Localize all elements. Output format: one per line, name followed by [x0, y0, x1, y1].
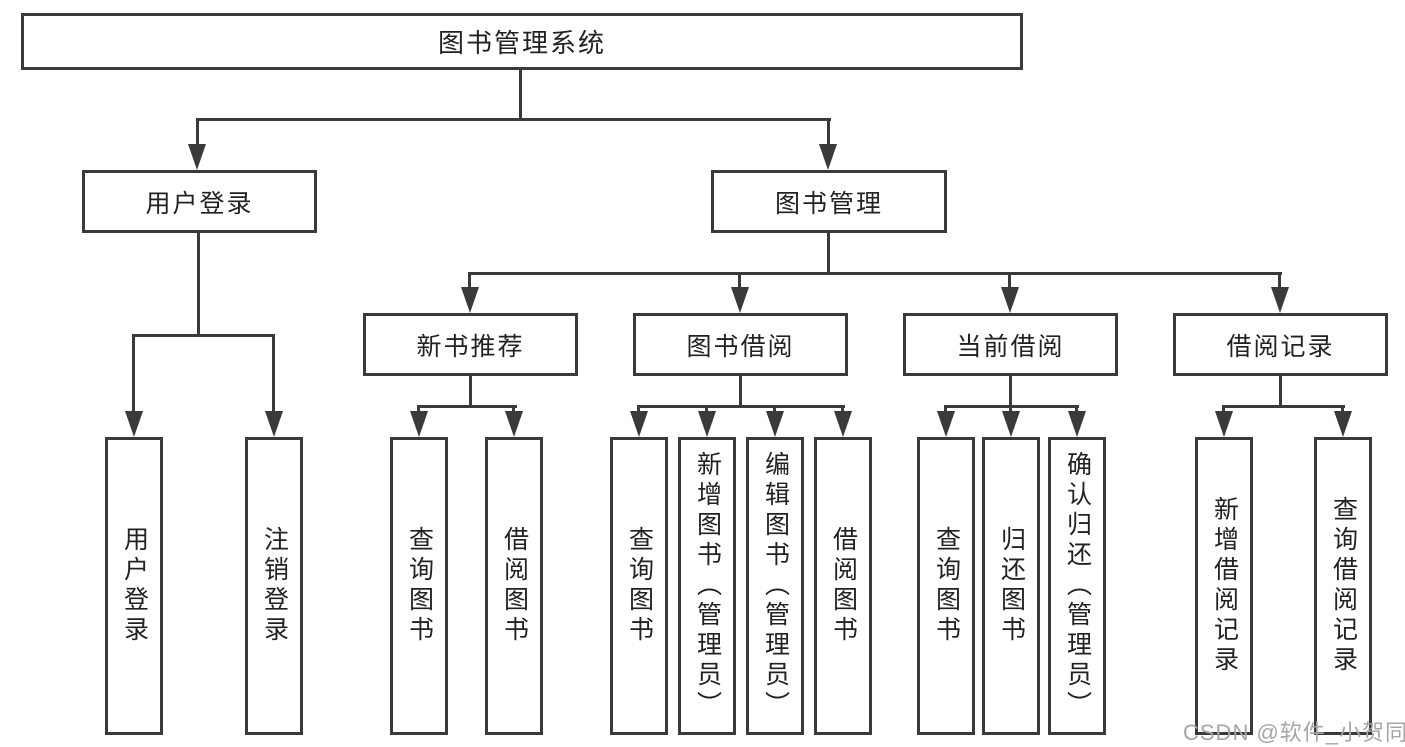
connector-line — [738, 272, 741, 290]
node-label: 图书管理系统 — [437, 28, 606, 58]
connector-line — [841, 405, 844, 415]
connector-line — [196, 118, 199, 148]
connector-line — [197, 233, 200, 337]
arrowhead-down-icon — [505, 411, 523, 437]
arrowhead-down-icon — [766, 411, 784, 437]
node-label: 借阅图书 — [829, 526, 858, 646]
arrowhead-down-icon — [698, 411, 716, 437]
connector-line — [512, 405, 515, 415]
arrowhead-down-icon — [1002, 411, 1020, 437]
arrowhead-down-icon — [819, 144, 837, 170]
arrowhead-down-icon — [1334, 411, 1352, 437]
arrowhead-down-icon — [1001, 287, 1019, 313]
node-leaf-borrow-books: 借阅图书 — [814, 437, 872, 735]
node-borrowing-records: 借阅记录 — [1173, 313, 1388, 376]
connector-line — [1278, 272, 1281, 290]
arrowhead-down-icon — [937, 411, 955, 437]
node-label: 借阅图书 — [500, 526, 529, 646]
connector-line — [827, 233, 830, 275]
connector-line — [773, 405, 776, 415]
arrowhead-down-icon — [630, 411, 648, 437]
connector-line — [637, 405, 640, 415]
node-leaf-borrow-books-recommend: 借阅图书 — [485, 437, 543, 735]
connector-line — [132, 334, 135, 412]
node-current-borrowing: 当前借阅 — [903, 313, 1118, 376]
arrowhead-down-icon — [834, 411, 852, 437]
node-leaf-user-login: 用户登录 — [105, 437, 163, 735]
node-label: 图书管理 — [774, 189, 883, 218]
node-leaf-return-books: 归还图书 — [982, 437, 1040, 735]
connector-line — [468, 272, 471, 290]
arrowhead-down-icon — [125, 411, 143, 437]
connector-line — [417, 405, 517, 408]
node-label: 编辑图书（管理员） — [761, 451, 790, 721]
connector-line — [1009, 405, 1012, 415]
node-label: 借阅记录 — [1226, 332, 1335, 361]
node-label: 新增图书（管理员） — [693, 451, 722, 721]
node-label: 新增借阅记录 — [1210, 496, 1239, 676]
node-label: 归还图书 — [997, 526, 1026, 646]
arrowhead-down-icon — [1068, 411, 1086, 437]
node-label: 新书推荐 — [416, 332, 525, 361]
node-library-management-system: 图书管理系统 — [21, 13, 1023, 70]
connector-line — [132, 334, 275, 337]
node-label: 确认归还（管理员） — [1063, 451, 1092, 721]
connector-line — [1341, 405, 1344, 415]
node-leaf-edit-book-admin: 编辑图书（管理员） — [746, 437, 804, 735]
connector-line — [1222, 405, 1345, 408]
node-leaf-query-books-borrow: 查询图书 — [610, 437, 668, 735]
arrowhead-down-icon — [1271, 287, 1289, 313]
node-label: 注销登录 — [260, 526, 289, 646]
node-new-book-recommendation: 新书推荐 — [363, 313, 578, 376]
arrowhead-down-icon — [731, 287, 749, 313]
arrowhead-down-icon — [461, 287, 479, 313]
connector-line — [944, 405, 947, 415]
node-label: 查询图书 — [932, 526, 961, 646]
connector-line — [1279, 376, 1282, 408]
watermark: CSDN @软件_小贺同学 — [1183, 720, 1405, 745]
arrowhead-down-icon — [265, 411, 283, 437]
node-book-borrowing: 图书借阅 — [633, 313, 848, 376]
node-user-login: 用户登录 — [82, 170, 317, 233]
connector-line — [272, 334, 275, 412]
node-leaf-query-borrow-record: 查询借阅记录 — [1314, 437, 1372, 735]
connector-line — [469, 376, 472, 408]
node-label: 查询借阅记录 — [1329, 496, 1358, 676]
node-label: 查询图书 — [625, 526, 654, 646]
arrowhead-down-icon — [1215, 411, 1233, 437]
connector-line — [637, 405, 845, 408]
connector-line — [1008, 272, 1011, 290]
node-label: 用户登录 — [120, 526, 149, 646]
node-label: 图书借阅 — [686, 332, 795, 361]
connector-line — [739, 376, 742, 408]
connector-line — [196, 118, 831, 121]
node-book-management: 图书管理 — [711, 170, 947, 233]
node-leaf-add-book-admin: 新增图书（管理员） — [678, 437, 736, 735]
arrowhead-down-icon — [410, 411, 428, 437]
connector-line — [519, 69, 522, 121]
connector-line — [705, 405, 708, 415]
node-leaf-query-books-current: 查询图书 — [917, 437, 975, 735]
connector-line — [417, 405, 420, 415]
node-leaf-query-books-recommend: 查询图书 — [390, 437, 448, 735]
node-label: 当前借阅 — [956, 332, 1065, 361]
connector-line — [827, 118, 830, 148]
node-label: 查询图书 — [405, 526, 434, 646]
node-leaf-logout: 注销登录 — [245, 437, 303, 735]
arrowhead-down-icon — [188, 144, 206, 170]
connector-line — [1009, 376, 1012, 408]
node-leaf-add-borrow-record: 新增借阅记录 — [1195, 437, 1253, 735]
node-label: 用户登录 — [145, 189, 254, 218]
connector-line — [1075, 405, 1078, 415]
connector-line — [1222, 405, 1225, 415]
connector-line — [469, 272, 1282, 275]
node-leaf-confirm-return-admin: 确认归还（管理员） — [1048, 437, 1106, 735]
